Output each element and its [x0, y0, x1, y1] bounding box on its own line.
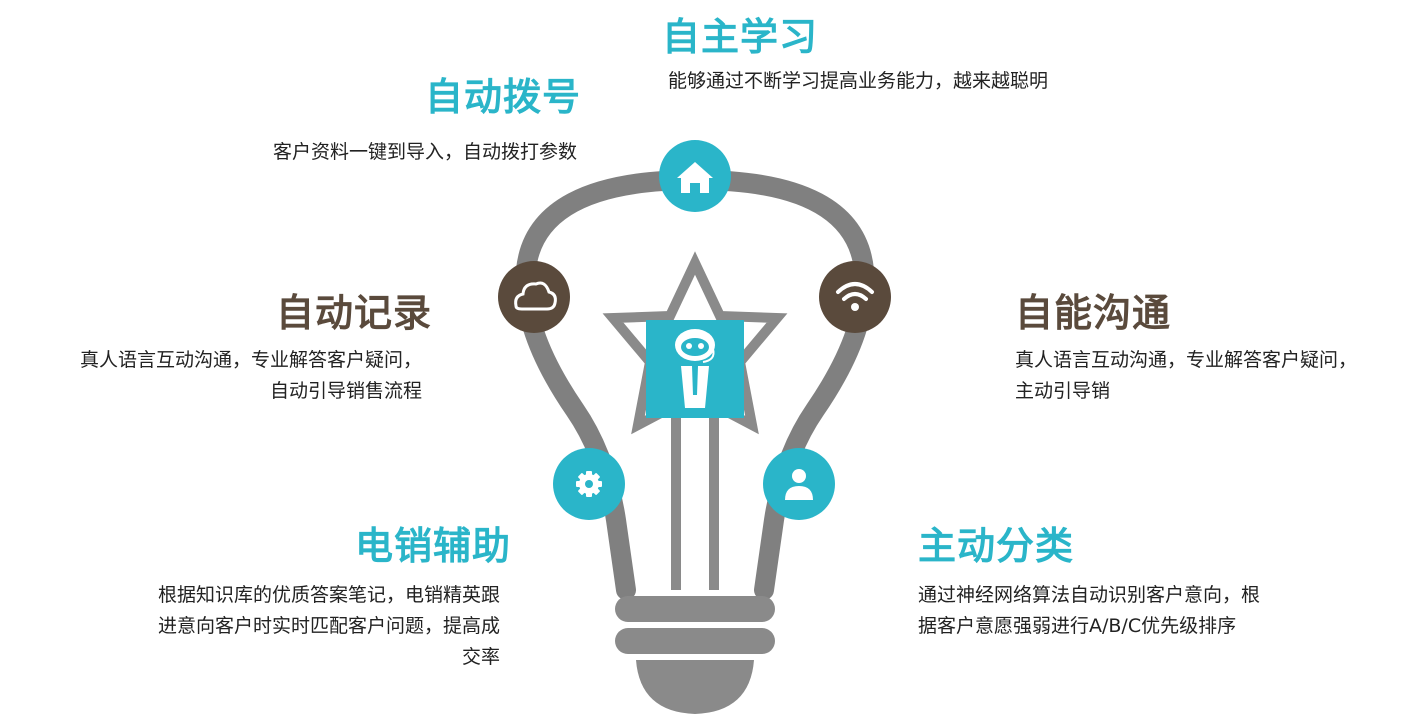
title-zizhu: 自主学习	[662, 15, 819, 59]
desc-fenlei: 通过神经网络算法自动识别客户意向，根 据客户意愿强弱进行A/B/C优先级排序	[918, 580, 1260, 642]
bulb-base-cap	[636, 660, 754, 714]
desc-goutong: 真人语言互动沟通，专业解答客户疑问， 主动引导销	[1015, 345, 1357, 407]
desc-line: 通过神经网络算法自动识别客户意向，根	[918, 584, 1261, 606]
bulb-base-bar-2	[615, 628, 775, 654]
desc-line: 根据知识库的优质答案笔记，电销精英跟	[157, 584, 500, 606]
desc-line: 能够通过不断学习提高业务能力，越来越聪明	[668, 70, 1049, 92]
user-icon	[763, 448, 835, 520]
desc-line: 主动引导销	[1015, 380, 1111, 402]
desc-line: 进意向客户时实时匹配客户问题，提高成	[157, 615, 500, 637]
desc-line: 自动引导销售流程	[269, 380, 422, 402]
desc-fuzhu: 根据知识库的优质答案笔记，电销精英跟 进意向客户时实时匹配客户问题，提高成 交率	[80, 580, 500, 673]
title-fuzhu: 电销辅助	[355, 524, 512, 568]
cloud-icon	[498, 261, 570, 333]
desc-line: 据客户意愿强弱进行A/B/C优先级排序	[918, 615, 1237, 637]
home-icon	[659, 140, 731, 212]
desc-bohao: 客户资料一键到导入，自动拨打参数	[225, 137, 577, 168]
bulb-base-bar-1	[615, 596, 775, 622]
title-jilu: 自动记录	[276, 291, 433, 335]
desc-zizhu: 能够通过不断学习提高业务能力，越来越聪明	[668, 66, 1048, 97]
wifi-icon	[819, 261, 891, 333]
gear-icon	[553, 448, 625, 520]
desc-jilu: 真人语言互动沟通，专业解答客户疑问， 自动引导销售流程	[20, 345, 422, 407]
title-fenlei: 主动分类	[918, 524, 1075, 568]
title-goutong: 自能沟通	[1015, 291, 1172, 335]
desc-line: 真人语言互动沟通，专业解答客户疑问，	[79, 349, 422, 371]
robot-icon	[675, 329, 715, 408]
desc-line: 真人语言互动沟通，专业解答客户疑问，	[1015, 349, 1358, 371]
title-bohao: 自动拨号	[425, 75, 582, 119]
desc-line: 客户资料一键到导入，自动拨打参数	[272, 141, 577, 163]
desc-line: 交率	[461, 646, 500, 668]
